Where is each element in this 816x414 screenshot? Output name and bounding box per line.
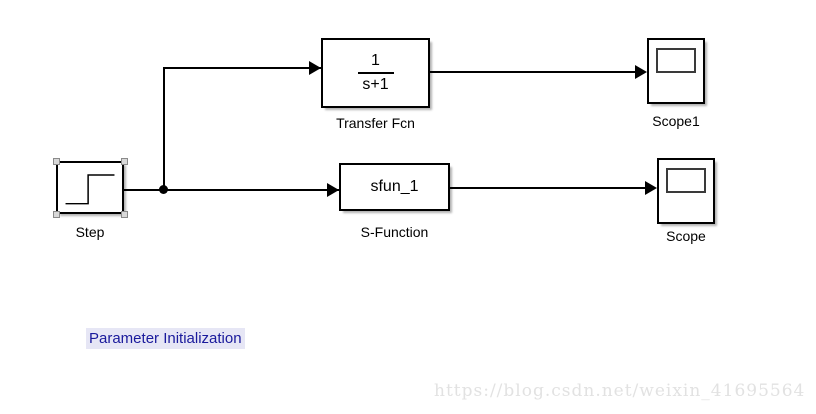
arrowhead-transfer-fcn-input [309, 61, 321, 75]
watermark-url: https://blog.csdn.net/weixin_41695564 [434, 381, 806, 401]
block-label-scope1: Scope1 [652, 113, 700, 129]
wire-sfunction-to-scope[interactable] [450, 187, 645, 189]
block-s-function[interactable]: sfun_1 [339, 163, 450, 211]
block-scope1[interactable] [647, 38, 705, 104]
block-step[interactable] [56, 161, 124, 214]
selection-handle-bottom-right[interactable] [121, 211, 128, 218]
block-label-step: Step [75, 224, 105, 240]
arrowhead-scope1-input [635, 65, 647, 79]
wire-step-to-sfunction[interactable] [124, 189, 341, 191]
annotation-parameter-initialization[interactable]: Parameter Initialization [86, 328, 245, 349]
scope-screen-icon [666, 168, 706, 193]
scope-screen-icon [656, 48, 696, 73]
selection-handle-top-left[interactable] [53, 158, 60, 165]
fraction-bar [357, 72, 394, 74]
transfer-fcn-denominator: s+1 [362, 76, 389, 93]
wire-branch-vertical[interactable] [163, 68, 165, 190]
step-waveform-icon [65, 174, 115, 205]
wire-branch-to-transfer-fcn[interactable] [163, 67, 321, 69]
block-label-s-function: S-Function [360, 224, 429, 240]
block-scope[interactable] [657, 158, 715, 224]
transfer-function-expression: 1 s+1 [323, 40, 428, 106]
selection-handle-bottom-left[interactable] [53, 211, 60, 218]
block-label-transfer-fcn: Transfer Fcn [336, 115, 415, 131]
arrowhead-sfunction-input [327, 183, 339, 197]
transfer-fcn-numerator: 1 [371, 52, 380, 69]
wire-transfer-fcn-to-scope1[interactable] [430, 71, 635, 73]
arrowhead-scope-input [645, 181, 657, 195]
wire-junction-dot [159, 185, 168, 194]
block-label-scope: Scope [666, 228, 706, 244]
block-transfer-fcn[interactable]: 1 s+1 [321, 38, 430, 108]
s-function-name: sfun_1 [370, 178, 419, 195]
selection-handle-top-right[interactable] [121, 158, 128, 165]
